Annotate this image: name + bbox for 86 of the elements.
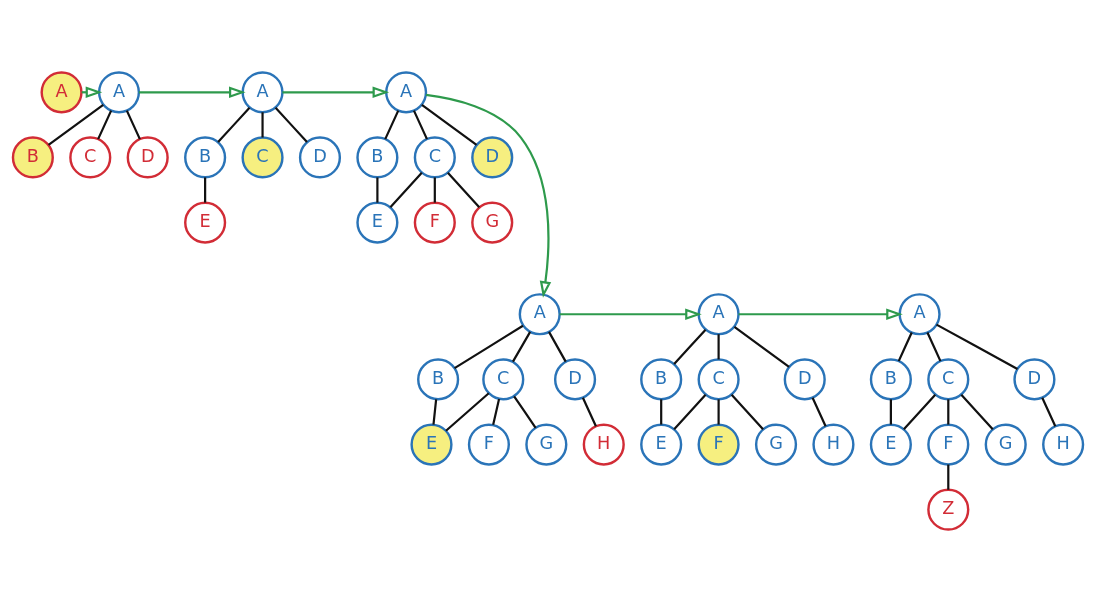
node-circle: F (413, 201, 456, 244)
node-circle: B (11, 135, 54, 179)
connector (960, 393, 994, 430)
node-circle: D (126, 135, 169, 179)
node-circle: A (40, 70, 83, 113)
connector (47, 103, 104, 146)
connector (421, 103, 478, 146)
connector (274, 106, 308, 143)
node-circle: G (754, 422, 798, 466)
connector (492, 398, 501, 425)
node-circle: C (413, 135, 456, 179)
node-circle: B (184, 135, 227, 179)
node-circle: A (241, 70, 284, 113)
connector (903, 393, 937, 430)
arrow (425, 93, 552, 298)
connector (811, 396, 827, 427)
arrow (282, 86, 390, 98)
node-circle: C (69, 135, 112, 179)
node-circle: C (241, 135, 284, 179)
arrow (738, 307, 903, 320)
node-circle: B (417, 357, 460, 400)
connector (730, 393, 764, 430)
connector (513, 395, 537, 428)
node-circle: G (984, 422, 1027, 466)
node-circle: E (184, 201, 227, 244)
node-circle: H (582, 422, 625, 466)
node-circle: E (640, 422, 683, 466)
connector (717, 398, 720, 425)
connector (217, 106, 251, 143)
node-circle: H (1042, 422, 1085, 466)
arrow (559, 307, 702, 320)
node-circle: D (298, 135, 342, 179)
connector (204, 176, 207, 203)
node-circle: A (97, 70, 141, 113)
node-circle: D (471, 135, 514, 179)
node-circle: C (482, 357, 525, 400)
node-circle: B (640, 357, 683, 400)
node-circle: A (518, 292, 561, 335)
connector (384, 109, 400, 140)
connector (936, 323, 1018, 370)
connector (673, 393, 707, 430)
connector (1041, 396, 1057, 427)
node-circle: C (927, 357, 970, 400)
node-circle: G (525, 422, 568, 466)
connector (261, 111, 264, 137)
connector (511, 330, 532, 362)
node-circle: A (385, 70, 428, 113)
arrow (138, 86, 246, 98)
node-circle: E (410, 422, 453, 466)
node-circle: A (697, 292, 740, 335)
connector (897, 331, 913, 362)
node-circle: E (869, 422, 912, 466)
connector (454, 324, 524, 369)
node-circle: E (356, 201, 399, 244)
connector (733, 325, 790, 368)
connector (660, 398, 663, 425)
connector (926, 331, 942, 362)
node-circle: D (1013, 357, 1056, 400)
connector (433, 176, 436, 203)
node-circle: D (553, 357, 597, 400)
node-circle: A (898, 292, 941, 335)
node-circle: G (471, 201, 514, 244)
node-circle: C (697, 357, 740, 400)
connector (412, 109, 428, 140)
connector (389, 171, 423, 208)
connector (947, 464, 950, 490)
connector (889, 398, 892, 425)
connector (581, 396, 597, 427)
node-circle: B (356, 135, 399, 179)
node-circle: F (927, 422, 970, 466)
node-circle: B (869, 357, 912, 400)
node-circle: H (812, 422, 855, 466)
connector (548, 330, 567, 362)
node-circle: F (697, 422, 740, 466)
connector (717, 333, 720, 359)
connector (125, 109, 141, 140)
connector (97, 109, 113, 140)
connector (447, 171, 481, 208)
connector (445, 391, 490, 432)
connector (432, 398, 438, 425)
connector (947, 398, 950, 425)
connector (673, 328, 707, 365)
node-circle: F (467, 422, 510, 466)
connector (376, 176, 379, 203)
node-circle: D (783, 357, 826, 400)
node-circle: Z (927, 488, 970, 531)
